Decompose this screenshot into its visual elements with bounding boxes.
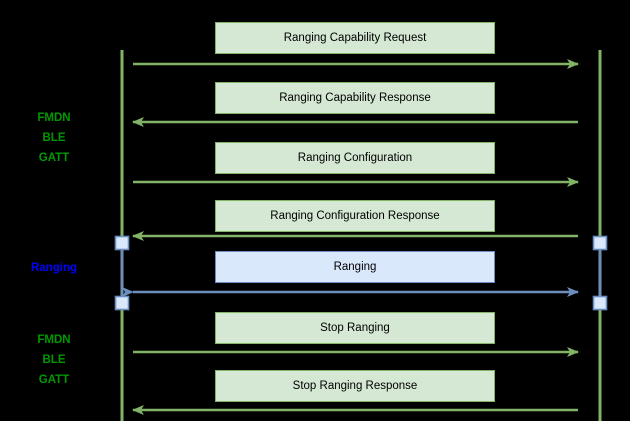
message-box-stop-ranging-response[interactable]: Stop Ranging Response	[215, 370, 495, 402]
message-arrows	[122, 59, 579, 415]
phase-label-ranging: Ranging	[31, 262, 77, 274]
message-label-ranging-capability-request: Ranging Capability Request	[283, 32, 427, 44]
message-label-stop-ranging-response: Stop Ranging Response	[292, 380, 418, 392]
phase-label-fmdn-ble-gatt-bottom: FMDN BLE GATT	[37, 334, 71, 386]
activation-right	[592, 235, 608, 311]
activation-right-bottom-box	[592, 295, 608, 311]
activation-left	[114, 235, 130, 311]
message-box-stop-ranging[interactable]: Stop Ranging	[215, 312, 495, 344]
activation-left-bottom-box	[114, 295, 130, 311]
message-label-ranging-capability-response: Ranging Capability Response	[279, 92, 431, 104]
message-label-ranging: Ranging	[333, 261, 377, 273]
message-box-ranging-configuration-response[interactable]: Ranging Configuration Response	[215, 200, 495, 232]
message-label-ranging-configuration: Ranging Configuration	[297, 152, 413, 164]
message-box-ranging[interactable]: Ranging	[215, 251, 495, 283]
message-label-stop-ranging: Stop Ranging	[320, 322, 390, 334]
phase-label-fmdn-ble-gatt-top: FMDN BLE GATT	[37, 112, 71, 164]
message-box-ranging-configuration[interactable]: Ranging Configuration	[215, 142, 495, 174]
lifelines	[120, 50, 602, 421]
activation-right-top-box	[592, 235, 608, 251]
message-box-ranging-capability-response[interactable]: Ranging Capability Response	[215, 82, 495, 114]
message-label-ranging-configuration-response: Ranging Configuration Response	[270, 210, 440, 222]
message-box-ranging-capability-request[interactable]: Ranging Capability Request	[215, 22, 495, 54]
activation-left-top-box	[114, 235, 130, 251]
